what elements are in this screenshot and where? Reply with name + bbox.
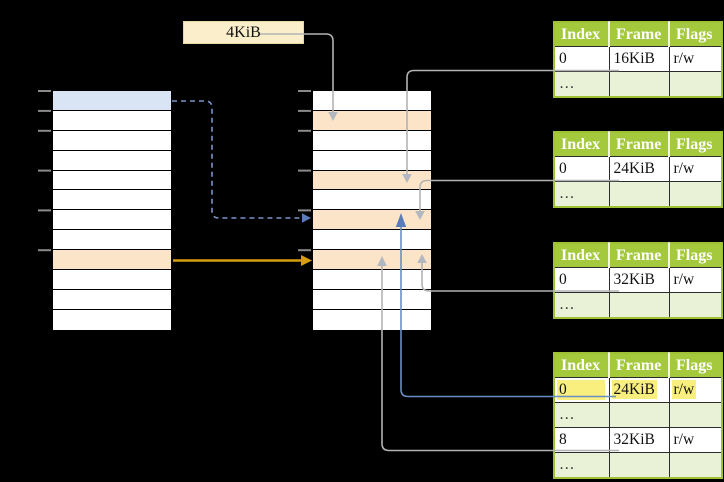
column-header-flags: Flags (669, 353, 722, 378)
memory-row (313, 130, 431, 151)
cell-index: 0 (553, 377, 610, 403)
physical-memory-column (312, 90, 432, 331)
column-header-index: Index (554, 22, 610, 47)
memory-row (53, 289, 171, 310)
cell-flags: r/w (668, 46, 723, 72)
cell-flags (668, 292, 723, 319)
ellipsis-row: … (553, 71, 723, 98)
memory-row (313, 210, 431, 231)
memory-row (53, 190, 171, 211)
frame-size-label: 4KiB (183, 21, 304, 44)
virtual-lookup-arrowhead (302, 213, 311, 223)
cell-index: … (553, 181, 610, 208)
column-header-frame: Frame (609, 132, 670, 157)
cell-index: 0 (553, 156, 610, 182)
memory-row (53, 309, 171, 330)
cell-frame (608, 71, 670, 98)
highlighted-value: 24KiB (611, 380, 657, 399)
cell-frame: 24KiB (608, 156, 670, 182)
cell-index: 0 (553, 267, 610, 293)
memory-row (313, 289, 431, 310)
cell-index: … (553, 402, 610, 428)
cell-frame: 32KiB (608, 267, 670, 293)
column-header-index: Index (554, 243, 610, 268)
ellipsis-row: … (553, 402, 723, 428)
table-row: 0 24KiB r/w (553, 377, 723, 403)
cell-flags: r/w (668, 267, 723, 293)
column-header-frame: Frame (609, 353, 670, 378)
memory-row (313, 309, 431, 330)
virtual-lookup-arrow (172, 100, 302, 219)
cell-flags: r/w (668, 377, 723, 403)
memory-row (313, 170, 431, 191)
memory-row (313, 270, 431, 290)
column-header-flags: Flags (669, 243, 722, 268)
column-header-flags: Flags (669, 132, 722, 157)
memory-row (53, 230, 171, 251)
cell-flags: r/w (668, 156, 723, 182)
highlighted-value: r/w (671, 380, 697, 399)
cell-frame (608, 402, 670, 428)
memory-row (53, 150, 171, 171)
memory-row (313, 230, 431, 251)
cell-flags (668, 181, 723, 208)
memory-row (53, 110, 171, 131)
cell-index: 0 (553, 46, 610, 72)
memory-row (53, 91, 171, 111)
memory-row (313, 91, 431, 111)
ellipsis-row: … (553, 292, 723, 319)
virtual-memory-column (52, 90, 172, 331)
cell-index: … (553, 292, 610, 319)
cell-frame: 32KiB (608, 427, 670, 453)
cell-frame (608, 452, 670, 479)
cell-index: … (553, 71, 610, 98)
memory-row (313, 150, 431, 171)
memory-row (53, 170, 171, 191)
column-header-index: Index (554, 132, 610, 157)
memory-row (313, 110, 431, 131)
frame-size-label-text: 4KiB (226, 24, 261, 41)
memory-row (313, 190, 431, 211)
ellipsis-row: … (553, 452, 723, 479)
memory-row (53, 210, 171, 231)
highlighted-value: 0 (557, 380, 605, 400)
column-header-frame: Frame (609, 22, 670, 47)
cell-flags (668, 452, 723, 479)
cell-frame: 16KiB (608, 46, 670, 72)
cell-frame (608, 181, 670, 208)
cell-index: … (553, 452, 610, 479)
memory-row (53, 250, 171, 271)
cell-index: 8 (553, 427, 610, 453)
column-header-index: Index (554, 353, 610, 378)
cell-frame (608, 292, 670, 319)
cell-flags (668, 402, 723, 428)
memory-row (313, 250, 431, 271)
cell-flags: r/w (668, 427, 723, 453)
memory-row (53, 270, 171, 290)
memory-row (53, 130, 171, 151)
column-header-flags: Flags (669, 22, 722, 47)
column-header-frame: Frame (609, 243, 670, 268)
ellipsis-row: … (553, 181, 723, 208)
cell-frame: 24KiB (608, 377, 670, 403)
virtual-mapping-arrowhead (301, 255, 312, 266)
cell-flags (668, 71, 723, 98)
